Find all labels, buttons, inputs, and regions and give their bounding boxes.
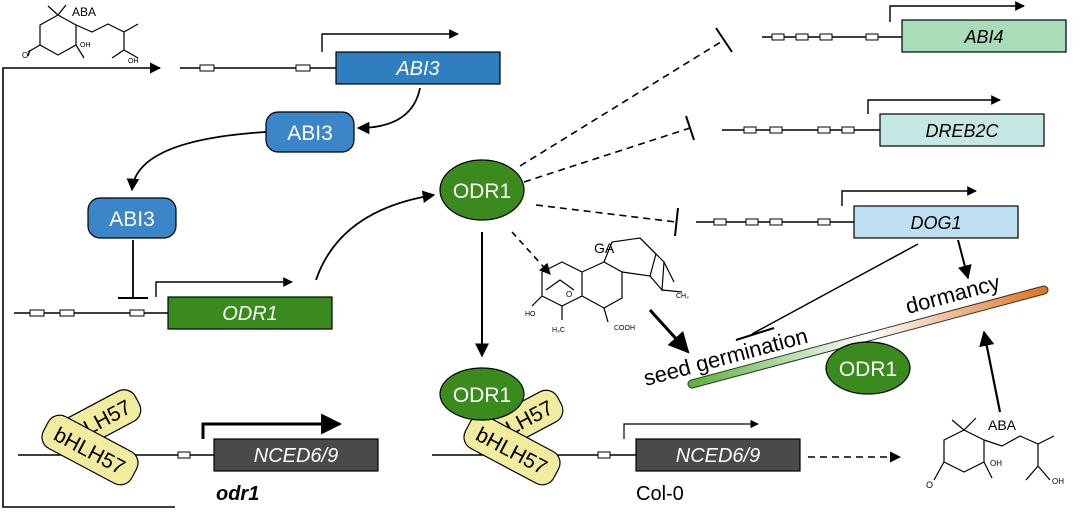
odr1-repress-dog1-line <box>535 204 677 223</box>
nced-right-tss-arrow <box>623 419 759 439</box>
oh-label-top: OH <box>80 42 91 49</box>
ga-label: GA <box>594 240 615 256</box>
dreb2c-gene-label: DREB2C <box>925 121 999 141</box>
ga-molecule <box>531 237 683 323</box>
abi3-tss-arrow <box>321 29 459 52</box>
ga-o-label: O <box>566 290 572 299</box>
odr1-mutant-label: odr1 <box>216 483 259 505</box>
aba-to-dormancy-arrow <box>979 330 1002 413</box>
odr1-repress-abi4-line <box>519 39 725 167</box>
cooh-label-top: OH <box>128 58 139 65</box>
odr1-protein-center <box>439 159 525 221</box>
odr1-protein-right-label: ODR1 <box>839 358 897 381</box>
dog1-to-dormancy-arrow <box>957 239 972 280</box>
odr1-repress-abi4-bar <box>715 27 733 53</box>
odr1-translation-arrow <box>315 190 436 281</box>
nced-left-gene: NCED6/9 <box>18 413 379 472</box>
dog1-tss-arrow <box>841 186 977 206</box>
dreb2c-tss-arrow <box>867 95 1001 114</box>
nced-right-gene-box <box>635 438 801 472</box>
odr1-protein-right <box>825 341 911 395</box>
dog1-gene-label: DOG1 <box>910 213 961 233</box>
germination-dormancy-bar <box>688 286 1048 388</box>
abi3-to-abi3-arrow <box>126 131 267 192</box>
abi4-gene-label: ABI4 <box>963 27 1003 47</box>
abi3-translation-arrow <box>356 87 421 135</box>
abi4-tss-arrow <box>889 1 1025 22</box>
dreb2c-gene: DREB2C <box>722 95 1045 147</box>
aba-molecule-top <box>27 4 139 59</box>
dog1-inhibit-germination-bar <box>735 327 775 341</box>
abi4-gene: ABI4 <box>762 1 1067 53</box>
h3c-label: H₃C <box>552 327 565 334</box>
ho-label: HO <box>525 311 536 318</box>
nced-left-gene-label: NCED6/9 <box>254 445 338 467</box>
oh-label-bottom: OH <box>990 459 1002 468</box>
nced-right-gene-label: NCED6/9 <box>676 445 760 467</box>
aba-label-top: ABA <box>72 5 96 19</box>
odr1-gene-label: ODR1 <box>222 303 278 325</box>
odr1-protein-bottom <box>439 367 525 421</box>
abi3-gene-label: ABI3 <box>395 58 439 80</box>
dreb2c-gene-box <box>879 113 1045 147</box>
ch2-label: CH₂ <box>676 293 689 300</box>
nced-left-tss-arrow <box>201 413 343 439</box>
odr1-repress-dog1-bar <box>674 207 679 237</box>
abi3-gene-box <box>335 51 501 85</box>
dog1-gene-box <box>853 205 1019 239</box>
cooh-label-bottom: OH <box>1052 477 1064 486</box>
col0-label: Col-0 <box>636 483 684 505</box>
abi3-gene: ABI3 <box>180 29 501 85</box>
odr1-gene: ODR1 <box>14 277 333 330</box>
dog1-inhibit-germination-line <box>751 243 919 335</box>
odr1-repress-dreb2c-line <box>523 127 691 183</box>
ga-cooh-label: COOH <box>614 325 635 332</box>
ga-to-germination-arrow <box>648 308 690 354</box>
odr1-protein-bottom-label: ODR1 <box>453 384 511 407</box>
abi3-protein-b <box>87 197 177 239</box>
aba-feedback-loop-arrow <box>2 62 175 508</box>
abi3-protein-b-label: ABI3 <box>109 208 155 231</box>
odr1-tss-arrow <box>155 277 293 297</box>
abi3-protein-a-label: ABI3 <box>287 122 333 145</box>
o-label-bottom: O <box>926 480 933 490</box>
odr1-repress-dreb2c-bar <box>685 115 695 141</box>
aba-label-bottom: ABA <box>988 417 1017 433</box>
aba-molecule-bottom <box>933 417 1055 481</box>
odr1-protein-center-label: ODR1 <box>453 180 511 203</box>
nced-left-gene-box <box>213 438 379 472</box>
odr1-gene-box <box>167 296 333 330</box>
dog1-gene: DOG1 <box>696 186 1019 239</box>
odr1-to-ga-arrow <box>511 231 551 275</box>
o-label-top: O <box>22 51 28 60</box>
abi4-gene-box <box>901 19 1067 53</box>
